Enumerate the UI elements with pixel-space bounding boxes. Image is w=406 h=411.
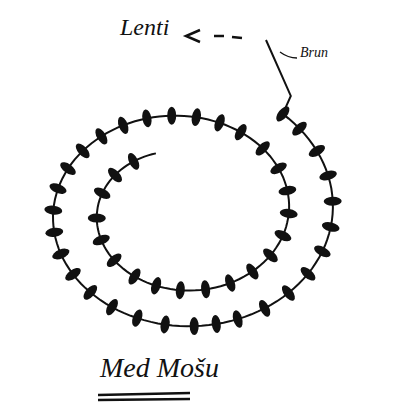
bead xyxy=(116,115,131,135)
bead xyxy=(321,220,341,233)
bead xyxy=(244,262,261,282)
bead xyxy=(141,109,153,128)
handwritten-label: Lenti xyxy=(120,14,169,41)
bead xyxy=(261,246,280,265)
bead xyxy=(253,139,272,158)
bead xyxy=(318,169,338,183)
bead xyxy=(200,280,211,299)
bead xyxy=(92,185,112,201)
bead xyxy=(211,314,222,333)
bead xyxy=(159,315,171,334)
bead xyxy=(44,205,63,216)
bead xyxy=(58,160,78,178)
bead xyxy=(48,181,68,196)
caption: Med Mošu xyxy=(100,352,219,384)
bead xyxy=(51,246,71,261)
bead xyxy=(190,108,202,127)
bead xyxy=(312,243,332,259)
arrow-dash xyxy=(214,36,242,38)
bead xyxy=(106,165,125,184)
bead xyxy=(279,283,297,303)
bead xyxy=(257,298,273,318)
bead xyxy=(167,107,176,125)
bead xyxy=(223,273,237,293)
bead xyxy=(274,104,292,124)
bead xyxy=(45,227,64,238)
bead xyxy=(126,266,143,286)
bead xyxy=(273,228,293,244)
bead xyxy=(269,160,289,176)
bead xyxy=(149,276,163,296)
spiral-line xyxy=(53,40,333,326)
underline xyxy=(98,393,190,400)
bead xyxy=(278,184,297,196)
bead xyxy=(324,197,342,206)
bead xyxy=(130,308,144,328)
bead xyxy=(290,119,309,138)
bead xyxy=(93,126,110,146)
bead xyxy=(104,297,121,317)
bead xyxy=(88,213,106,222)
bead xyxy=(231,309,244,329)
bead xyxy=(81,283,100,302)
bead xyxy=(232,122,249,142)
bead xyxy=(298,265,317,284)
leader-line xyxy=(280,52,297,58)
bead xyxy=(307,143,327,160)
bead xyxy=(73,141,92,160)
bead xyxy=(175,281,186,300)
bead xyxy=(91,233,111,248)
bead xyxy=(190,317,199,335)
bead xyxy=(104,251,124,270)
bead xyxy=(63,265,83,283)
arrow-head xyxy=(186,30,200,42)
handwritten-label: Brun xyxy=(300,45,328,61)
bead xyxy=(126,151,142,171)
bead xyxy=(212,113,227,133)
bead-spiral xyxy=(44,40,342,335)
bead xyxy=(279,208,298,219)
